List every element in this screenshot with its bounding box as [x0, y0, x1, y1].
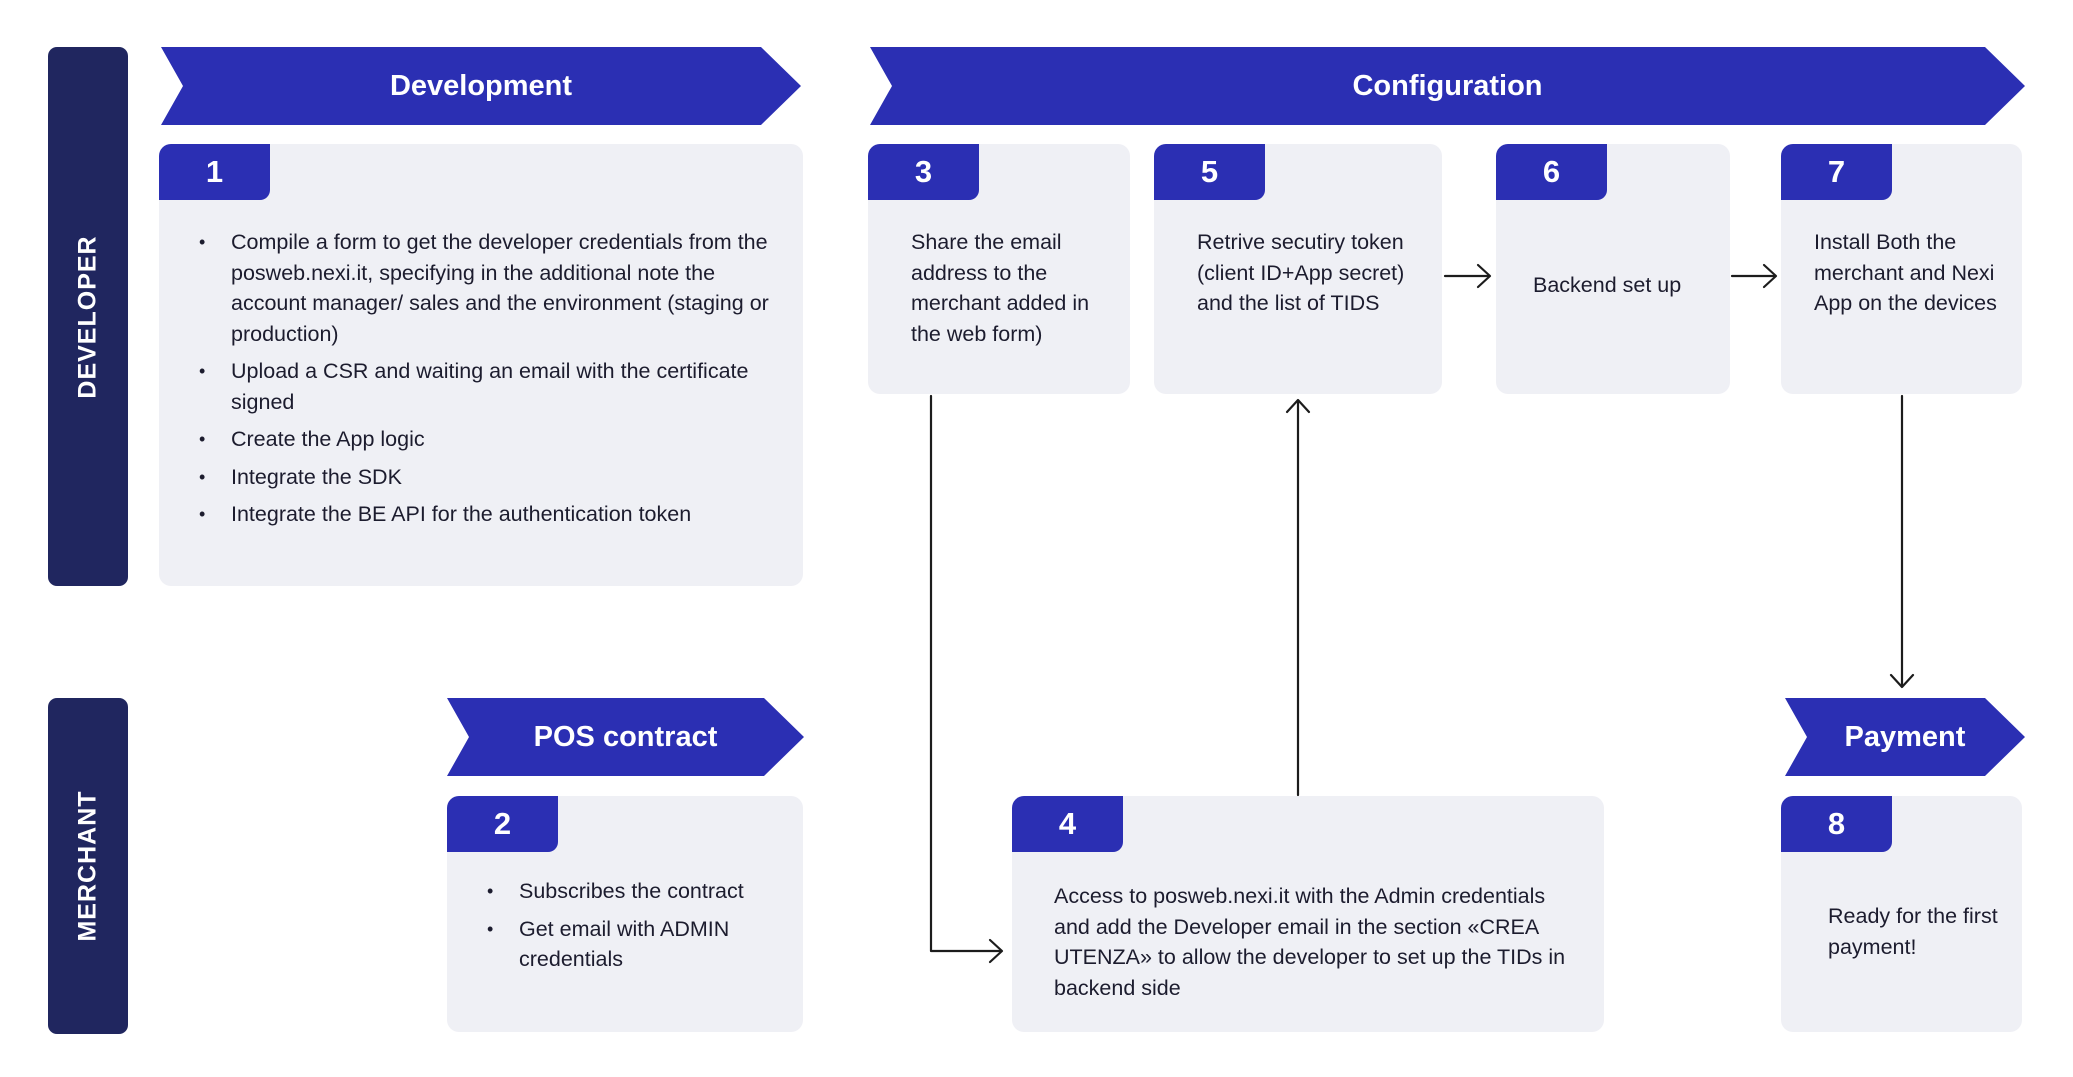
- step-8-card: 8 Ready for the first payment!: [1781, 796, 2022, 1032]
- list-item: Create the App logic: [197, 424, 777, 455]
- phase-configuration: Configuration: [870, 47, 2025, 125]
- developer-lane-label: DEVELOPER: [73, 234, 102, 399]
- step-3-card: 3 Share the email address to the merchan…: [868, 144, 1130, 394]
- phase-pos-contract: POS contract: [447, 698, 804, 776]
- arrow-step3-to-step4: [929, 394, 1003, 953]
- phase-pos-contract-label: POS contract: [533, 720, 718, 753]
- phase-development-label: Development: [389, 69, 573, 102]
- phase-payment-label: Payment: [1844, 720, 1966, 753]
- step-2-number: 2: [447, 796, 558, 852]
- phase-configuration-label: Configuration: [1352, 69, 1543, 102]
- step-8-text: Ready for the first payment!: [1828, 904, 1998, 959]
- step-6-text: Backend set up: [1533, 273, 1682, 297]
- step-7-card: 7 Install Both the merchant and Nexi App…: [1781, 144, 2022, 394]
- arrow-head-step5: [1285, 398, 1311, 414]
- step-6-number: 6: [1496, 144, 1607, 200]
- step-1-list: Compile a form to get the developer cred…: [197, 227, 777, 537]
- step-6-card: 6 Backend set up: [1496, 144, 1730, 394]
- arrow-head-step4: [988, 938, 1004, 964]
- step-3-text: Share the email address to the merchant …: [911, 230, 1090, 346]
- step-5-card: 5 Retrive secutiry token (client ID+App …: [1154, 144, 1442, 394]
- step-1-number: 1: [159, 144, 270, 200]
- list-item: Integrate the BE API for the authenticat…: [197, 499, 777, 530]
- phase-development: Development: [161, 47, 801, 125]
- step-8-number: 8: [1781, 796, 1892, 852]
- phase-payment: Payment: [1785, 698, 2025, 776]
- arrow-head-payment: [1889, 673, 1915, 689]
- arrow-head-step7: [1762, 263, 1778, 289]
- step-4-card: 4 Access to posweb.nexi.it with the Admi…: [1012, 796, 1604, 1032]
- step-3-number: 3: [868, 144, 979, 200]
- step-4-number: 4: [1012, 796, 1123, 852]
- step-2-list: Subscribes the contract Get email with A…: [485, 876, 785, 982]
- list-item: Integrate the SDK: [197, 462, 777, 493]
- step-5-text: Retrive secutiry token (client ID+App se…: [1197, 230, 1405, 315]
- step-4-text: Access to posweb.nexi.it with the Admin …: [1054, 884, 1566, 1000]
- step-5-number: 5: [1154, 144, 1265, 200]
- arrow-head-step6: [1476, 263, 1492, 289]
- developer-lane: DEVELOPER: [48, 47, 128, 586]
- list-item: Subscribes the contract: [485, 876, 785, 907]
- step-1-card: 1 Compile a form to get the developer cr…: [159, 144, 803, 586]
- merchant-lane: MERCHANT: [48, 698, 128, 1034]
- list-item: Compile a form to get the developer cred…: [197, 227, 777, 349]
- merchant-lane-label: MERCHANT: [73, 790, 102, 942]
- step-7-number: 7: [1781, 144, 1892, 200]
- step-2-card: 2 Subscribes the contract Get email with…: [447, 796, 803, 1032]
- step-7-text: Install Both the merchant and Nexi App o…: [1814, 230, 1997, 315]
- list-item: Get email with ADMIN credentials: [485, 914, 785, 975]
- list-item: Upload a CSR and waiting an email with t…: [197, 356, 777, 417]
